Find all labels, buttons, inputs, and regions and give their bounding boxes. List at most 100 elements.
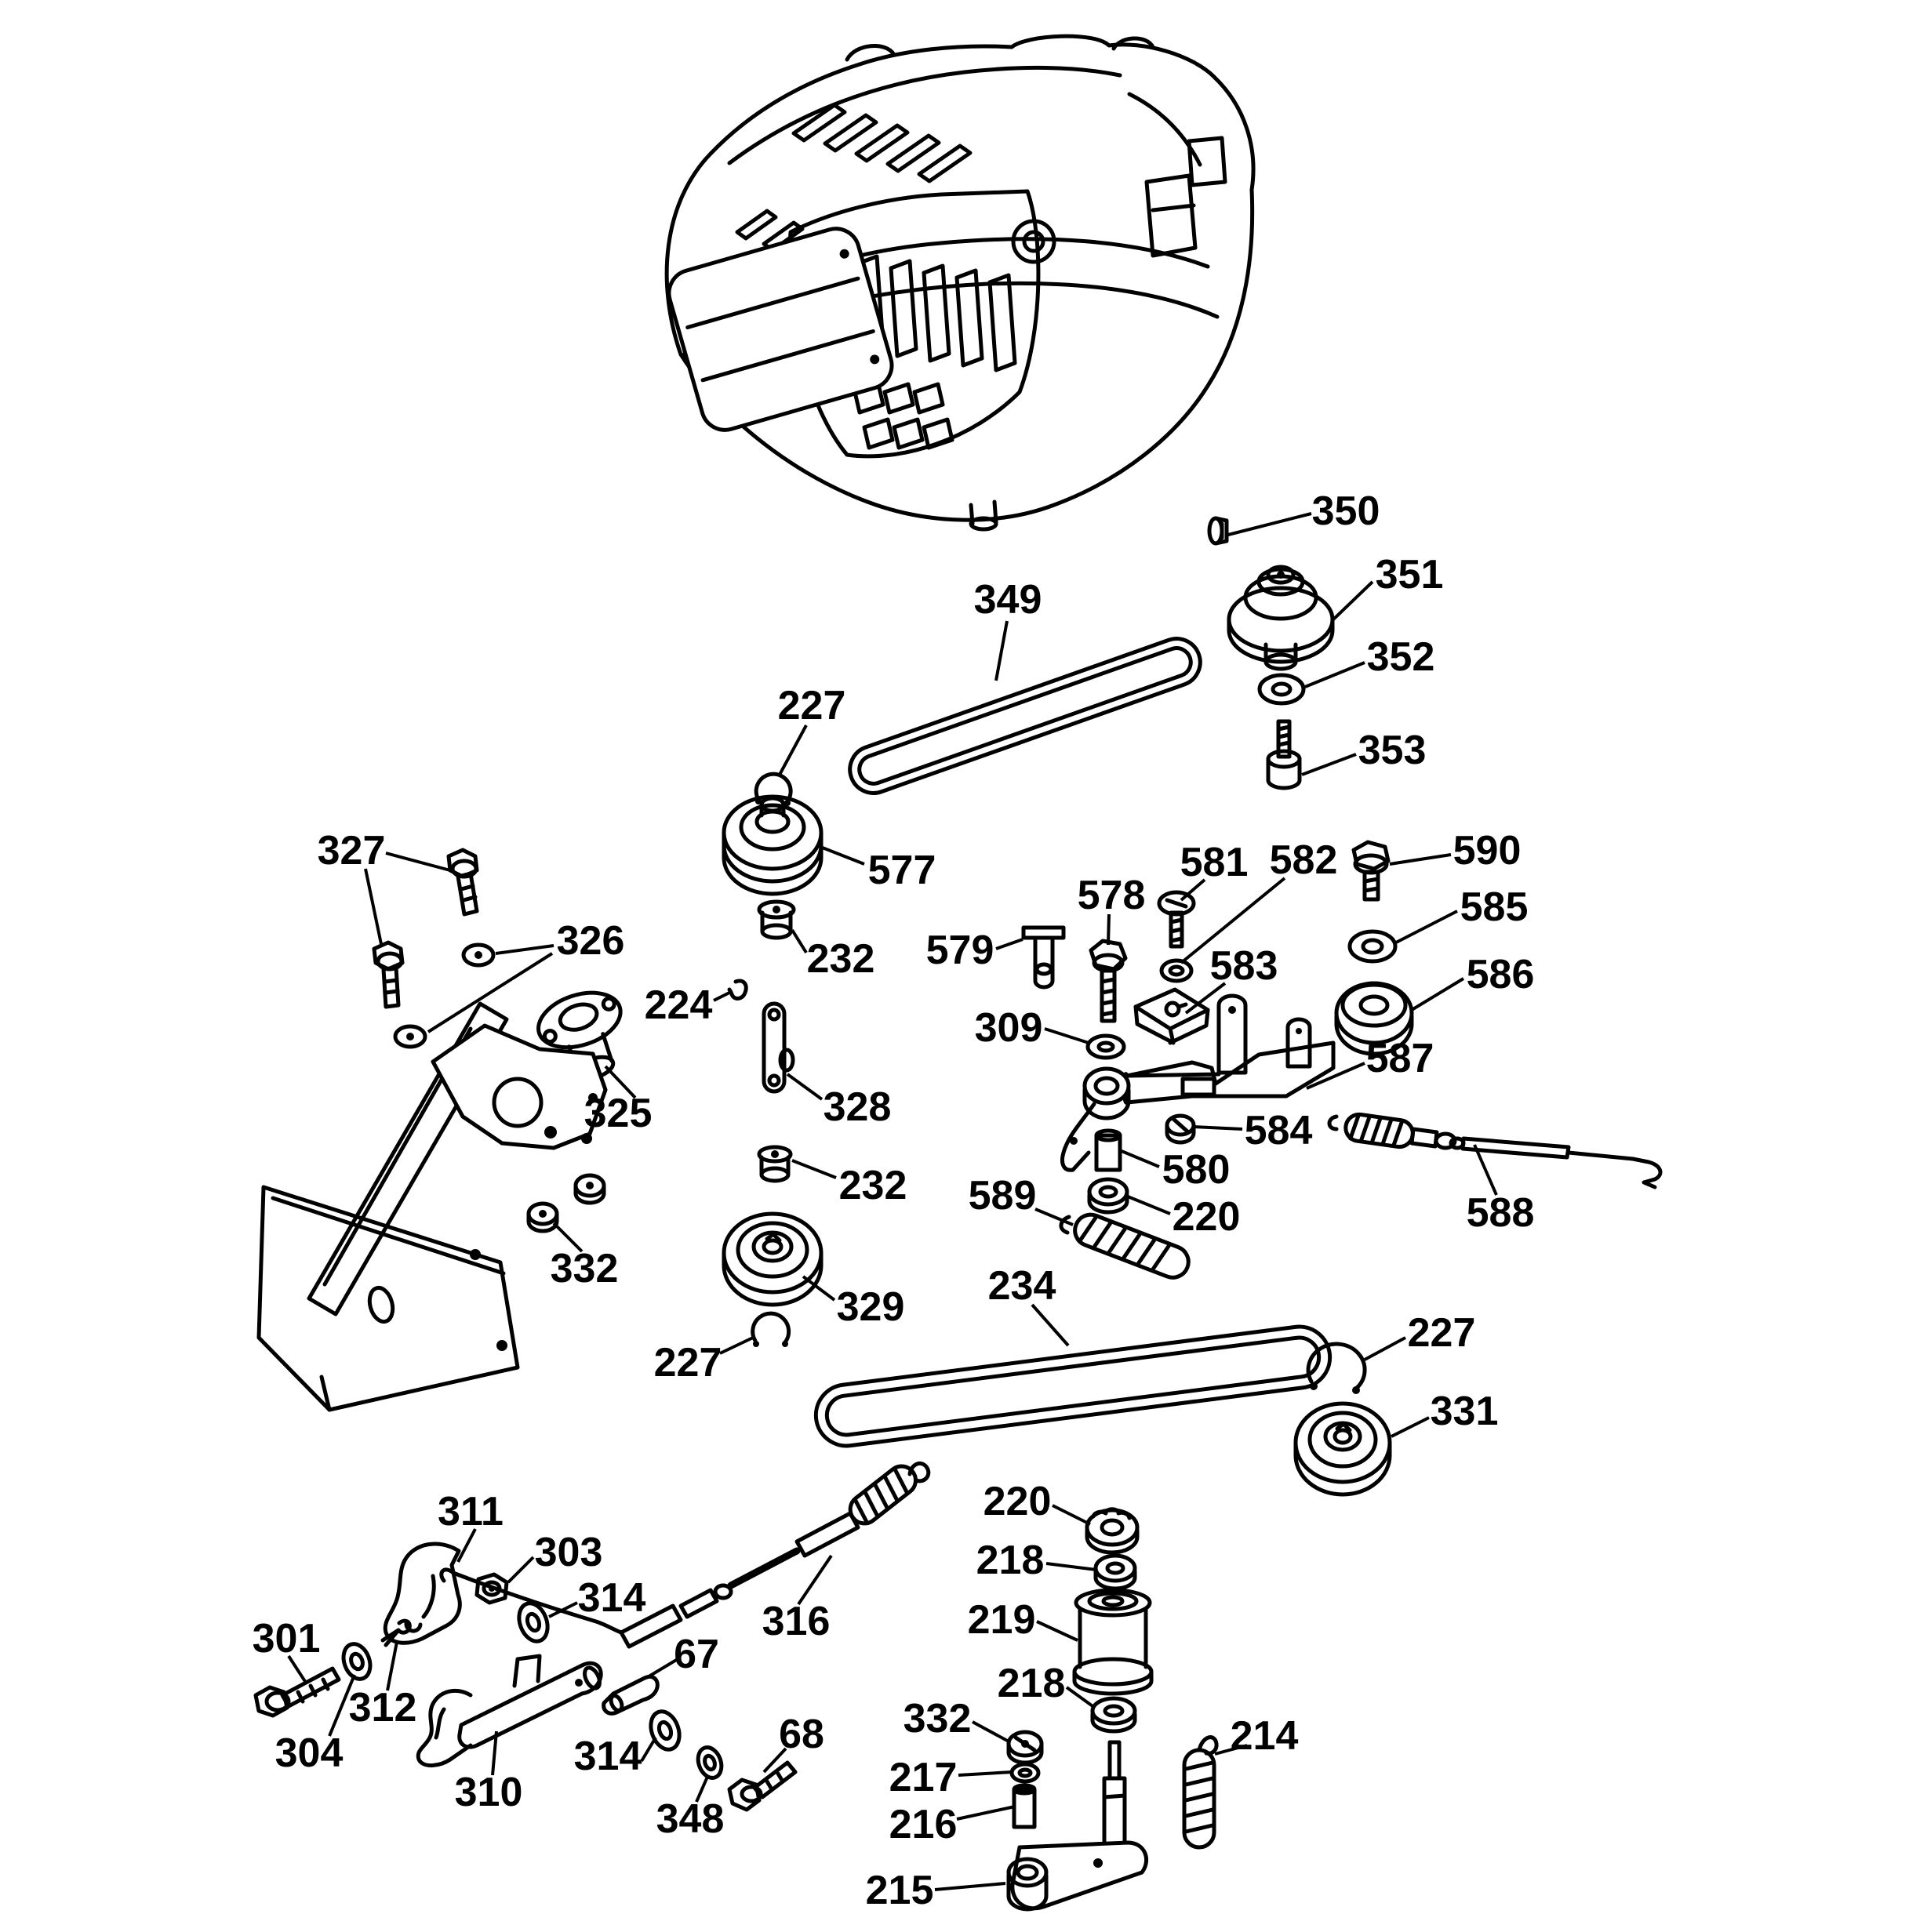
washer-314-lower-shape <box>649 1709 682 1752</box>
nut-332-bottom-shape <box>1006 1730 1044 1765</box>
leader-line <box>695 1776 709 1803</box>
part-label-217: 217 <box>889 1755 958 1800</box>
part-label-584: 584 <box>1245 1108 1313 1153</box>
part-label-303: 303 <box>535 1530 603 1575</box>
part-label-301: 301 <box>253 1616 321 1661</box>
part-label-589: 589 <box>969 1173 1037 1218</box>
bracket-587-shape <box>1060 993 1336 1172</box>
nut-220-mid-shape <box>1087 1177 1129 1215</box>
spring-589-shape <box>1059 1212 1191 1280</box>
part-label-310: 310 <box>455 1770 523 1815</box>
washer-348-shape <box>696 1745 724 1780</box>
part-label-349: 349 <box>974 577 1042 623</box>
leader-line <box>1107 913 1111 946</box>
belt-349-shape <box>848 637 1202 795</box>
leader-line <box>1193 1125 1243 1131</box>
leader-line <box>778 724 808 775</box>
part-label-577: 577 <box>868 848 936 893</box>
screw-581-shape <box>1157 890 1196 949</box>
part-label-332: 332 <box>551 1246 619 1291</box>
leader-line <box>1304 661 1365 688</box>
part-label-227: 227 <box>1408 1310 1476 1356</box>
part-label-351: 351 <box>1376 552 1444 597</box>
leader-line <box>548 1601 578 1618</box>
leader-line <box>364 868 383 945</box>
leader-line <box>786 1073 824 1101</box>
part-label-224: 224 <box>645 982 713 1028</box>
leader-line <box>958 1770 1013 1777</box>
circlip-227-mid-shape <box>751 1311 791 1347</box>
part-label-348: 348 <box>656 1796 725 1842</box>
belt-234-shape <box>813 1324 1333 1448</box>
bushing-232-top-shape <box>757 899 796 940</box>
part-label-304: 304 <box>275 1730 344 1776</box>
leader-line <box>386 1641 398 1691</box>
cotter-pin-312-shape <box>380 1618 412 1647</box>
bolt-68-shape <box>727 1760 798 1812</box>
part-label-352: 352 <box>1367 634 1435 680</box>
part-label-314: 314 <box>578 1575 646 1621</box>
leader-line <box>552 1222 584 1253</box>
leader-line <box>820 845 865 866</box>
pulley-577-shape <box>722 794 824 896</box>
cable-316-shape <box>439 1461 931 1649</box>
spool-219-shape <box>1072 1588 1154 1696</box>
bolt-301-shape <box>253 1666 341 1718</box>
part-label-353: 353 <box>1358 728 1427 773</box>
engine-illustration <box>664 34 1256 532</box>
spacer-216-shape <box>1012 1783 1037 1829</box>
circlip-227-right-shape <box>1306 1342 1367 1394</box>
leader-line <box>995 938 1023 950</box>
part-label-579: 579 <box>926 928 994 973</box>
washer-314-upper-shape <box>517 1601 550 1643</box>
leader-line <box>1180 878 1206 902</box>
part-label-234: 234 <box>988 1263 1056 1309</box>
part-label-580: 580 <box>1162 1147 1231 1193</box>
bolt-578-shape <box>1089 939 1128 1023</box>
pulley-331-shape <box>1293 1401 1392 1497</box>
part-label-581: 581 <box>1180 840 1249 885</box>
leader-line <box>1052 1504 1091 1526</box>
leader-line <box>1306 1062 1365 1090</box>
part-label-218: 218 <box>976 1538 1045 1583</box>
leader-line <box>427 952 554 1033</box>
leader-line <box>507 1556 535 1584</box>
part-label-585: 585 <box>1460 884 1529 930</box>
part-label-214: 214 <box>1231 1713 1299 1759</box>
part-label-215: 215 <box>866 1868 934 1913</box>
washer-585-shape <box>1347 929 1398 964</box>
leader-line <box>1301 753 1357 776</box>
leader-line <box>1473 1144 1498 1196</box>
part-label-590: 590 <box>1453 828 1522 873</box>
nuts-332-left-shape <box>526 1173 606 1233</box>
pin-579-shape <box>1021 925 1066 990</box>
leader-line <box>1031 1303 1070 1347</box>
leader-line <box>1127 1195 1171 1215</box>
part-label-232: 232 <box>807 936 875 982</box>
part-label-220: 220 <box>983 1479 1052 1524</box>
grommet-586-shape <box>1334 981 1414 1056</box>
leader-line <box>645 1658 679 1680</box>
leader-line <box>994 620 1009 681</box>
part-label-216: 216 <box>889 1802 958 1847</box>
leader-line <box>1391 1416 1430 1438</box>
part-label-327: 327 <box>318 828 386 873</box>
leader-line <box>1065 1686 1096 1709</box>
part-label-227: 227 <box>654 1340 722 1385</box>
part-label-311: 311 <box>438 1489 504 1534</box>
nut-220-bottom-shape <box>1085 1507 1140 1555</box>
leader-line <box>762 1747 787 1774</box>
leader-line <box>491 1730 498 1776</box>
link-328-shape <box>762 1001 795 1094</box>
key-350-shape <box>1207 516 1229 546</box>
part-label-227: 227 <box>778 683 846 728</box>
leader-line <box>1395 910 1458 944</box>
part-label-325: 325 <box>584 1091 653 1136</box>
leader-line <box>1330 580 1374 623</box>
washers-326-shape <box>393 942 496 1049</box>
pulley-329-shape <box>722 1211 824 1307</box>
leader-line <box>1034 1208 1074 1226</box>
leader-line <box>328 1674 356 1737</box>
